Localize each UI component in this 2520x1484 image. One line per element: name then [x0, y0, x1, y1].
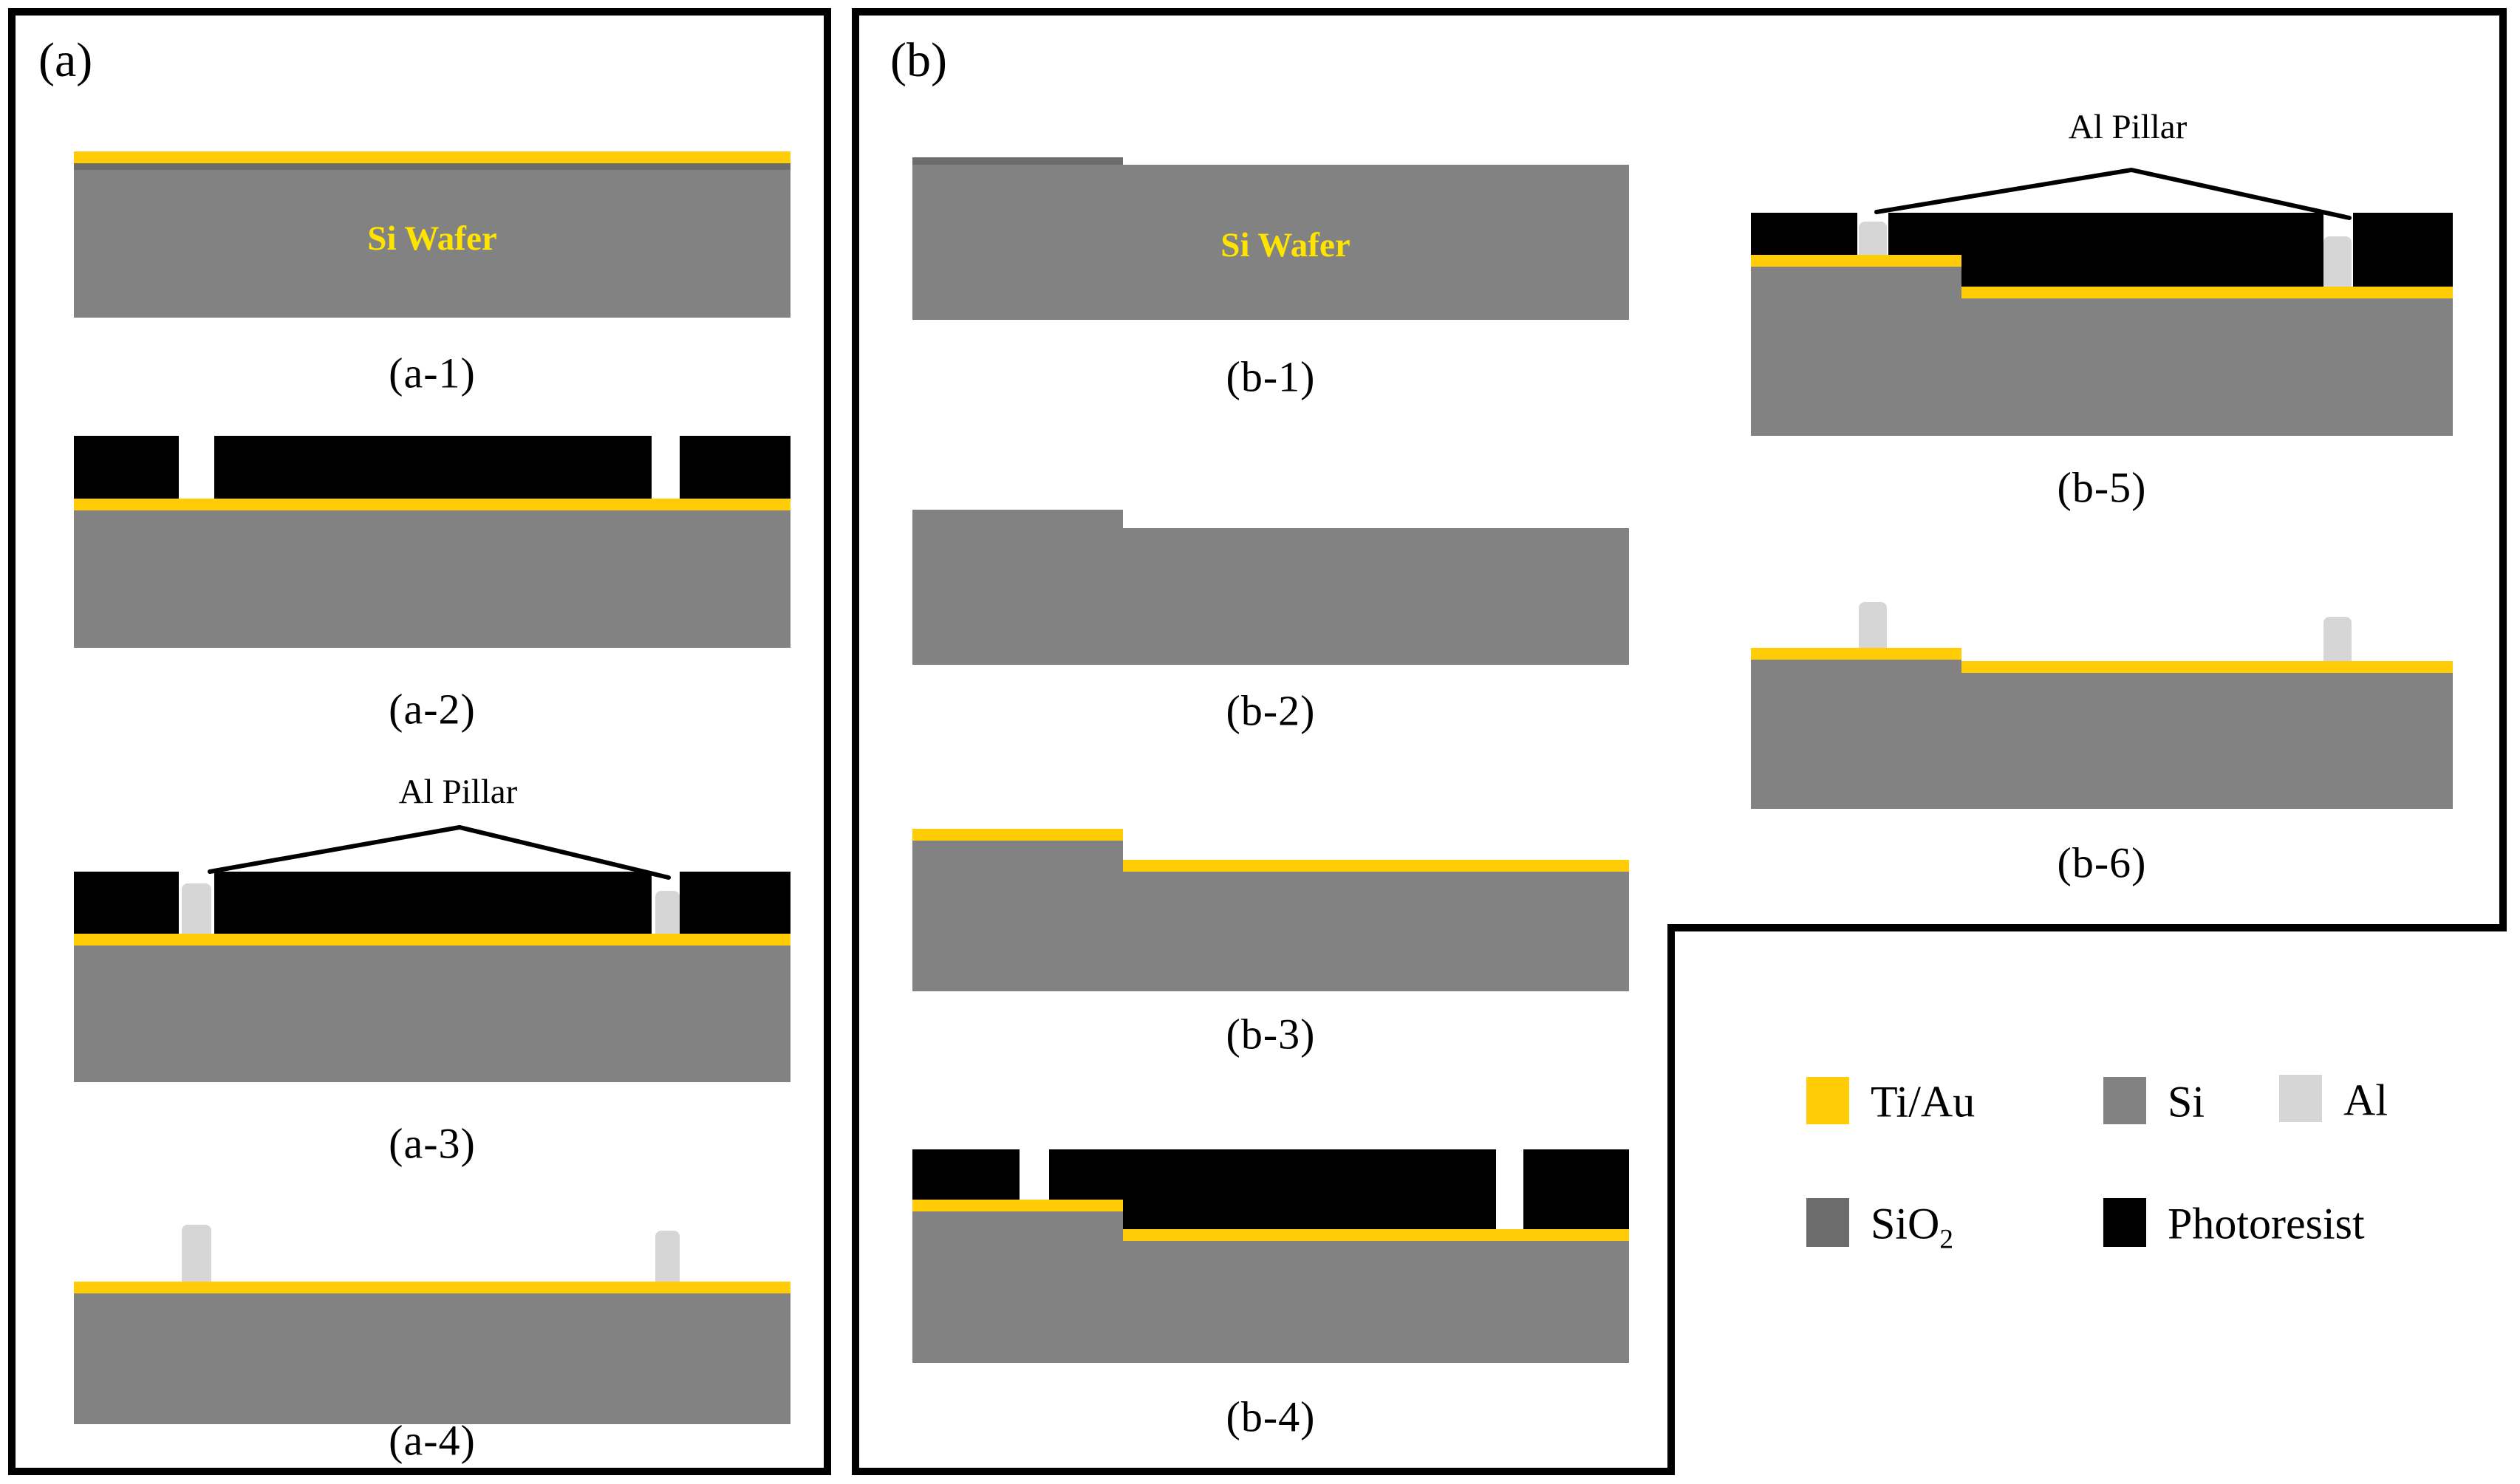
b3-ti-au-upper [912, 829, 1123, 841]
b5-al-pillar-annotation: Al Pillar [2068, 108, 2188, 146]
b2-si-mesa [912, 510, 1123, 665]
b4-si-lower [1123, 1241, 1629, 1363]
legend-swatch-sio2 [1806, 1198, 1849, 1247]
b4-step-label: (b-4) [1226, 1392, 1316, 1441]
b6-ti-au-upper [1751, 648, 1961, 660]
a1-si-wafer-text: Si Wafer [367, 219, 497, 258]
b4-ti-au-lower [1123, 1229, 1629, 1241]
a1-ti-au-layer [74, 151, 791, 163]
a3-al-pillar-annotation: Al Pillar [398, 773, 518, 811]
b1-step-label: (b-1) [1226, 352, 1316, 401]
a3-si-wafer [74, 946, 791, 1082]
legend-swatch-al [2279, 1075, 2322, 1122]
b5-ti-au-lower [1961, 287, 2453, 298]
b6-al-pillar-right [2323, 617, 2352, 661]
b3-ti-au-lower [1123, 860, 1629, 872]
b5-si-lower [1961, 298, 2453, 436]
a2-ti-au-layer [74, 499, 791, 510]
b5-annotation-pointer-lines [1874, 167, 2352, 220]
a1-dark-top-layer [74, 163, 791, 170]
a2-step-label: (a-2) [389, 685, 476, 734]
legend-label-photoresist: Photoresist [2168, 1199, 2365, 1248]
a4-al-pillar-right [655, 1231, 680, 1282]
a3-step-label: (a-3) [389, 1119, 476, 1168]
a1-step-label: (a-1) [389, 349, 476, 397]
b4-photoresist-block [1523, 1149, 1629, 1229]
b4-si-mesa [912, 1211, 1123, 1363]
b5-ti-au-upper [1751, 255, 1961, 267]
panel-a-label: (a) [38, 33, 93, 87]
panel-b-label: (b) [890, 33, 947, 87]
a2-si-wafer [74, 510, 791, 648]
legend-label-al: Al [2343, 1076, 2388, 1125]
a4-al-pillar-left [182, 1225, 211, 1282]
a2-photoresist-block [214, 436, 652, 499]
b6-step-label: (b-6) [2057, 838, 2147, 887]
legend-swatch-si [2103, 1077, 2146, 1124]
b2-si-lower [1123, 528, 1629, 665]
legend-swatch-photoresist [2103, 1198, 2146, 1247]
a3-photoresist-block [74, 872, 179, 934]
b5-al-pillar-left [1859, 222, 1887, 256]
a3-al-pillar-left [182, 883, 211, 934]
a3-al-pillar-right [655, 891, 680, 934]
b3-si-lower [1123, 872, 1629, 991]
b1-sio2-layer [912, 157, 1123, 165]
legend-label-sio2-base: SiO [1871, 1199, 1940, 1248]
legend-label-sio2: SiO2 [1871, 1199, 1953, 1254]
b6-si-lower [1961, 673, 2453, 809]
a4-step-label: (a-4) [389, 1416, 476, 1465]
b5-si-mesa [1751, 267, 1961, 436]
legend-label-sio2-subscript: 2 [1939, 1224, 1953, 1255]
b4-ti-au-upper [912, 1200, 1123, 1211]
legend-swatch-ti-au [1806, 1077, 1849, 1124]
a4-ti-au-layer [74, 1282, 791, 1293]
a3-photoresist-block [680, 872, 791, 934]
b6-al-pillar-left [1859, 602, 1887, 648]
b3-si-mesa [912, 841, 1123, 991]
a2-photoresist-block [74, 436, 179, 499]
a3-ti-au-layer [74, 934, 791, 946]
b5-step-label: (b-5) [2057, 463, 2147, 512]
a2-photoresist-block [680, 436, 791, 499]
b5-photoresist-block [2353, 213, 2453, 287]
b5-al-pillar-right [2323, 236, 2352, 287]
a3-photoresist-block [214, 872, 652, 934]
b1-si-wafer-text: Si Wafer [1220, 226, 1351, 264]
b6-ti-au-lower [1961, 661, 2453, 673]
b2-step-label: (b-2) [1226, 686, 1316, 735]
b3-step-label: (b-3) [1226, 1010, 1316, 1059]
a4-si-wafer [74, 1293, 791, 1424]
legend-label-ti-au: Ti/Au [1871, 1077, 1976, 1126]
a3-annotation-pointer-lines [208, 824, 671, 880]
legend-label-si: Si [2168, 1077, 2205, 1126]
b6-si-mesa [1751, 660, 1961, 809]
